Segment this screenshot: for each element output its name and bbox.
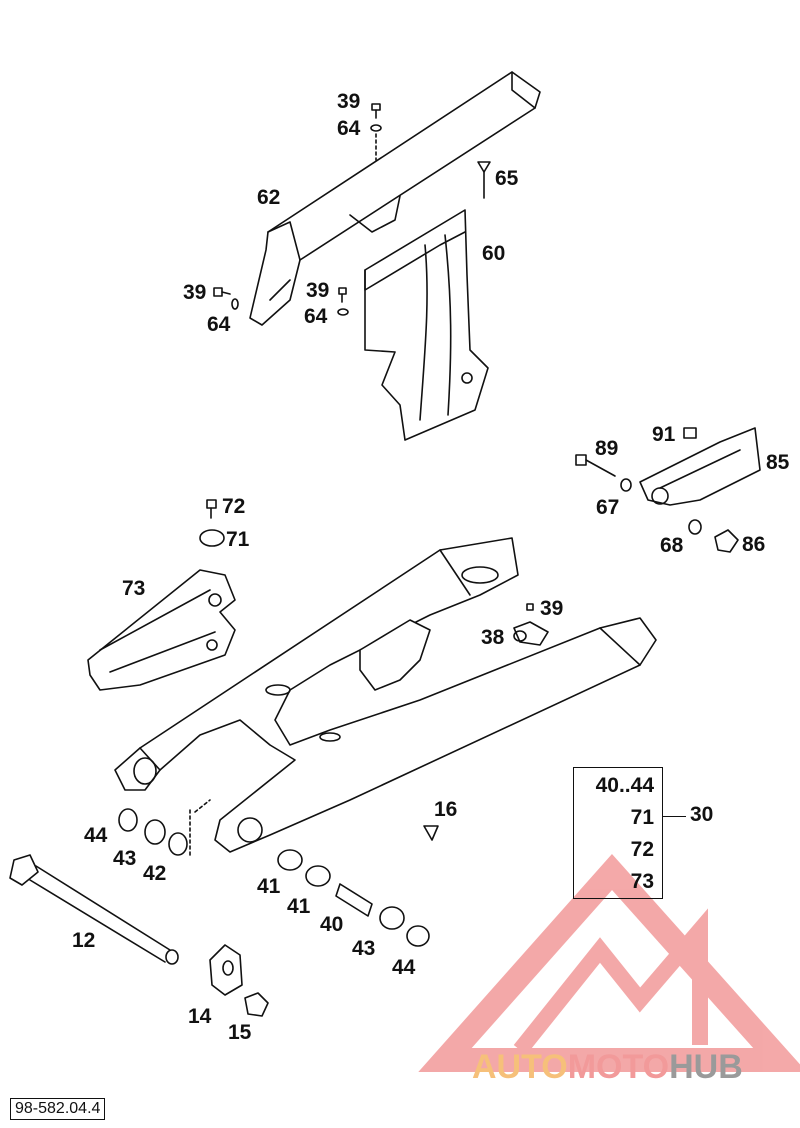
callout-44: 44 <box>84 824 108 847</box>
screw-39-mid <box>337 287 349 316</box>
callout-38: 38 <box>481 626 505 649</box>
callout-14: 14 <box>188 1005 212 1028</box>
chain-guard-62 <box>249 71 541 326</box>
callout-43: 43 <box>113 847 137 870</box>
watermark-text: AUTOMOTOHUB <box>472 1048 743 1087</box>
callout-85: 85 <box>766 451 790 474</box>
callout-68: 68 <box>660 534 684 557</box>
callout-60: 60 <box>482 242 506 265</box>
callout-15: 15 <box>228 1021 252 1044</box>
chain-guide-73 <box>87 569 236 691</box>
callout-89: 89 <box>595 437 619 460</box>
callout-41: 41 <box>287 895 311 918</box>
nut-15 <box>244 992 269 1017</box>
callout-62: 62 <box>257 186 281 209</box>
watermark-logo <box>418 853 800 1072</box>
callout-86: 86 <box>742 533 766 556</box>
ref-item: 40..44 <box>595 774 654 797</box>
ref-item: 73 <box>630 870 654 893</box>
callout-39: 39 <box>337 90 361 113</box>
callout-64: 64 <box>337 117 361 140</box>
bearing-set-left <box>118 799 211 856</box>
bolt-89 <box>575 454 739 553</box>
bearing-set-right <box>277 849 430 947</box>
swingarm-30 <box>114 537 657 853</box>
screw-39-top <box>370 103 382 161</box>
assembly-reference-box: 40..44 71 72 73 <box>573 767 663 899</box>
callout-64: 64 <box>304 305 328 328</box>
callout-64: 64 <box>207 313 231 336</box>
callout-42: 42 <box>143 862 167 885</box>
plate-14 <box>209 944 243 996</box>
callout-12: 12 <box>72 929 96 952</box>
washer-71 <box>199 499 225 547</box>
callout-41: 41 <box>257 875 281 898</box>
callout-72: 72 <box>222 495 246 518</box>
bracket-38 <box>513 603 549 646</box>
callout-16: 16 <box>434 798 458 821</box>
callout-40: 40 <box>320 913 344 936</box>
assembly-leader-line <box>662 816 686 817</box>
axle-bolt-12 <box>9 854 179 965</box>
callout-71: 71 <box>226 528 250 551</box>
plug-16 <box>423 825 439 841</box>
watermark-part-hub: HUB <box>669 1048 743 1086</box>
document-code: 98-582.04.4 <box>10 1098 106 1120</box>
callout-39: 39 <box>183 281 207 304</box>
screw-65 <box>477 161 491 199</box>
callout-43: 43 <box>352 937 376 960</box>
callout-30: 30 <box>690 803 714 826</box>
callout-91: 91 <box>652 423 676 446</box>
screw-39-left <box>213 287 239 310</box>
watermark-part-auto: AUTO <box>472 1048 568 1086</box>
ref-item: 72 <box>630 838 654 861</box>
callout-73: 73 <box>122 577 146 600</box>
callout-65: 65 <box>495 167 519 190</box>
watermark-part-moto: MOTO <box>567 1048 670 1086</box>
callout-39: 39 <box>540 597 564 620</box>
callout-44: 44 <box>392 956 416 979</box>
chain-slider-85 <box>639 427 761 506</box>
callout-67: 67 <box>596 496 620 519</box>
ref-item: 71 <box>630 806 654 829</box>
callout-39: 39 <box>306 279 330 302</box>
chain-guard-60 <box>364 209 489 441</box>
